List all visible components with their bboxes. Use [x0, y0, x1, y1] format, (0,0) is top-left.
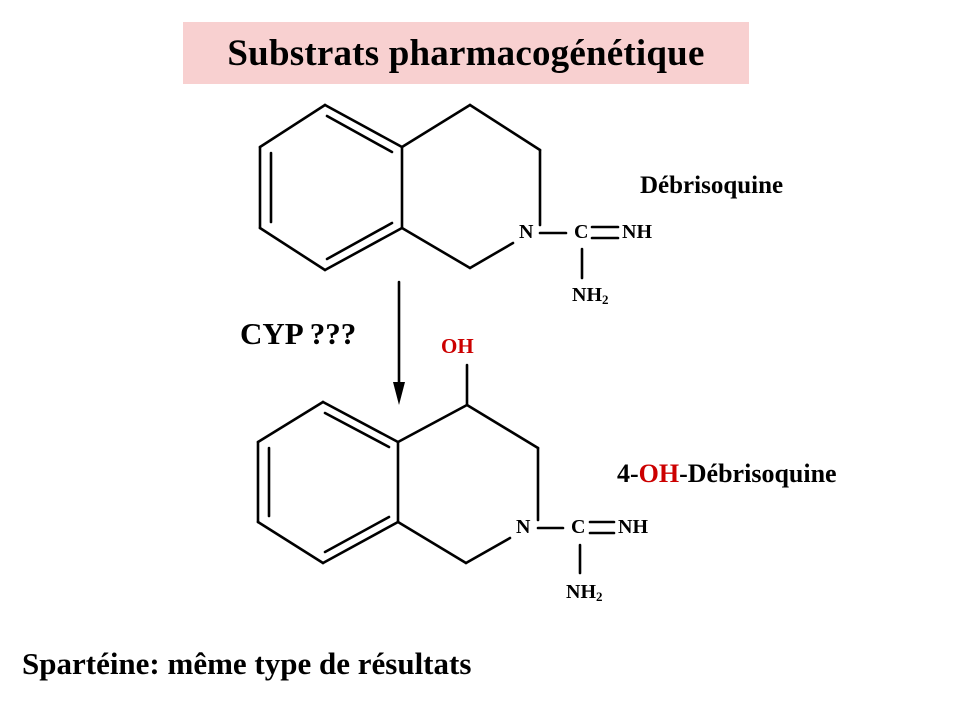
- hydroxydebrisoquine-nh-atom: NH: [618, 516, 648, 538]
- page-title: Substrats pharmacogénétique: [227, 32, 705, 74]
- nh2-subscript: 2: [596, 589, 603, 604]
- debrisoquine-nh-atom: NH: [622, 221, 652, 243]
- nh2-base: NH: [572, 284, 602, 306]
- hydroxydebrisoquine-piperidine-ring: [396, 403, 540, 565]
- debrisoquine-n-atom: N: [519, 221, 534, 243]
- debrisoquine-nh2-atom: NH2: [572, 285, 609, 306]
- debrisoquine-c-atom: C: [574, 221, 589, 243]
- nh2-base: NH: [566, 581, 596, 603]
- hydroxydebrisoquine-n-atom: N: [516, 516, 531, 538]
- name-suffix: -Débrisoquine: [679, 459, 837, 488]
- hydroxydebrisoquine-benzene-ring: [256, 400, 400, 565]
- debrisoquine-name: Débrisoquine: [640, 172, 784, 199]
- enzyme-label: CYP ???: [240, 316, 357, 351]
- reaction-arrow-head: [393, 382, 405, 405]
- debrisoquine-benzene-ring: [258, 103, 404, 272]
- hydroxydebrisoquine-name: 4-OH-Débrisoquine: [617, 459, 837, 489]
- hydroxydebrisoquine-nh2-atom: NH2: [566, 582, 603, 603]
- name-prefix: 4-: [617, 459, 639, 488]
- hydroxyl-group: OH: [441, 334, 474, 358]
- footer-note: Spartéine: même type de résultats: [22, 646, 472, 681]
- nh2-subscript: 2: [602, 292, 609, 307]
- debrisoquine-piperidine-ring: [400, 103, 542, 270]
- name-highlight: OH: [638, 459, 680, 488]
- hydroxydebrisoquine-c-atom: C: [571, 516, 586, 538]
- title-banner: Substrats pharmacogénétique: [183, 22, 749, 84]
